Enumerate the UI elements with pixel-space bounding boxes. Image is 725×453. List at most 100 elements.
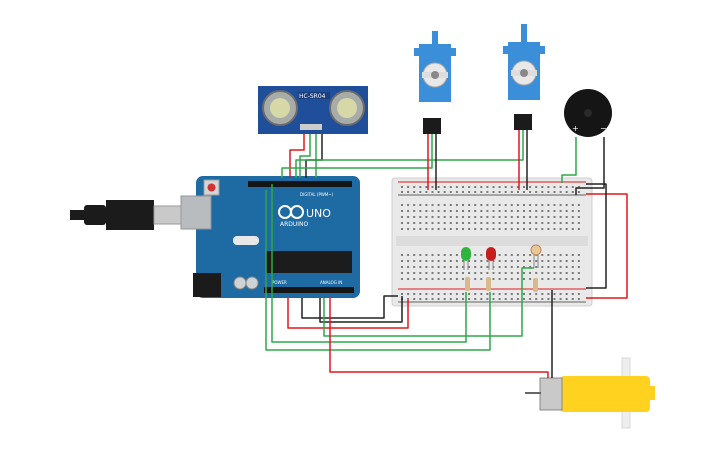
breadboard-hole	[407, 222, 410, 224]
servo-1[interactable]	[414, 31, 456, 134]
breadboard-hole	[407, 260, 410, 262]
breadboard-hole	[407, 293, 410, 295]
dc-gear-motor[interactable]	[525, 357, 655, 429]
breadboard-hole	[419, 228, 422, 230]
breadboard-hole	[474, 278, 477, 280]
breadboard-hole	[419, 216, 422, 218]
breadboard-hole	[413, 293, 416, 295]
breadboard-hole	[413, 222, 416, 224]
breadboard-hole	[425, 210, 428, 212]
servo-2[interactable]	[503, 24, 545, 130]
breadboard-hole	[449, 293, 452, 295]
breadboard-hole	[498, 216, 501, 218]
breadboard-hole	[565, 266, 568, 268]
piezo-buzzer[interactable]: + −	[564, 89, 612, 137]
wire-ldr	[323, 267, 534, 337]
breadboard-hole	[504, 278, 507, 280]
breadboard-hole	[401, 186, 403, 188]
breadboard-hole	[474, 210, 477, 212]
red-led[interactable]	[486, 247, 496, 270]
breadboard-hole	[437, 191, 440, 193]
breadboard-hole	[486, 228, 489, 230]
breadboard-hole	[462, 260, 464, 262]
breadboard-hole	[492, 228, 495, 230]
breadboard-hole	[480, 216, 483, 218]
breadboard-hole	[529, 278, 532, 280]
breadboard-hole	[523, 186, 525, 188]
breadboard-hole	[577, 298, 580, 300]
breadboard-hole	[455, 272, 458, 274]
breadboard[interactable]	[391, 177, 593, 307]
breadboard-hole	[425, 222, 428, 224]
breadboard-hole	[547, 254, 550, 256]
breadboard-hole	[565, 278, 568, 280]
wire-led-red	[265, 190, 491, 351]
breadboard-hole	[553, 204, 556, 206]
wire-arduino-gnd	[301, 295, 398, 319]
breadboard-hole	[462, 272, 464, 274]
breadboard-hole	[553, 210, 556, 212]
photoresistor[interactable]	[530, 244, 542, 268]
breadboard-hole	[565, 298, 568, 300]
breadboard-hole	[431, 278, 434, 280]
breadboard-hole	[419, 260, 422, 262]
breadboard-hole	[431, 210, 434, 212]
breadboard-hole	[425, 254, 428, 256]
breadboard-hole	[486, 298, 489, 300]
breadboard-hole	[437, 216, 440, 218]
breadboard-hole	[492, 204, 495, 206]
breadboard-hole	[431, 186, 434, 188]
breadboard-hole	[547, 266, 550, 268]
usb-cable	[70, 200, 182, 230]
breadboard-hole	[443, 216, 446, 218]
breadboard-hole	[559, 266, 562, 268]
resistor-2	[486, 277, 491, 291]
breadboard-hole	[437, 254, 440, 256]
breadboard-hole	[449, 272, 452, 274]
breadboard-hole	[468, 228, 471, 230]
wire-motor-red	[329, 298, 549, 378]
breadboard-hole	[431, 216, 434, 218]
breadboard-hole	[559, 278, 562, 280]
breadboard-hole	[474, 204, 477, 206]
breadboard-hole	[455, 266, 458, 268]
breadboard-hole	[425, 278, 428, 280]
breadboard-hole	[529, 222, 532, 224]
breadboard-hole	[571, 272, 574, 274]
breadboard-hole	[431, 272, 434, 274]
breadboard-hole	[480, 191, 483, 193]
breadboard-hole	[449, 260, 452, 262]
breadboard-hole	[455, 204, 458, 206]
breadboard-hole	[462, 298, 464, 300]
breadboard-hole	[407, 254, 410, 256]
breadboard-hole	[468, 191, 471, 193]
breadboard-hole	[535, 260, 538, 262]
arduino-brand: ARDUINO	[280, 221, 309, 228]
breadboard-hole	[443, 204, 446, 206]
breadboard-hole	[504, 210, 507, 212]
breadboard-hole	[462, 186, 464, 188]
green-led[interactable]	[461, 247, 471, 270]
breadboard-hole	[523, 254, 525, 256]
breadboard-hole	[462, 222, 464, 224]
breadboard-hole	[559, 204, 562, 206]
breadboard-hole	[523, 266, 525, 268]
breadboard-hole	[510, 222, 513, 224]
breadboard-hole	[431, 228, 434, 230]
breadboard-hole	[504, 260, 507, 262]
breadboard-hole	[510, 260, 513, 262]
arduino-uno[interactable]: ARDUINO UNO DIGITAL (PWM~) POWER ANALOG …	[180, 176, 360, 298]
breadboard-hole	[559, 272, 562, 274]
breadboard-hole	[413, 298, 416, 300]
breadboard-hole	[547, 278, 550, 280]
breadboard-hole	[571, 298, 574, 300]
wire-led-green	[271, 184, 467, 343]
breadboard-hole	[547, 272, 550, 274]
breadboard-hole	[401, 204, 403, 206]
breadboard-hole	[553, 186, 556, 188]
breadboard-hole	[419, 254, 422, 256]
ultrasonic-sensor[interactable]: HC-SR04	[258, 86, 368, 134]
breadboard-hole	[419, 210, 422, 212]
power-analog-header	[264, 287, 354, 293]
breadboard-hole	[407, 204, 410, 206]
